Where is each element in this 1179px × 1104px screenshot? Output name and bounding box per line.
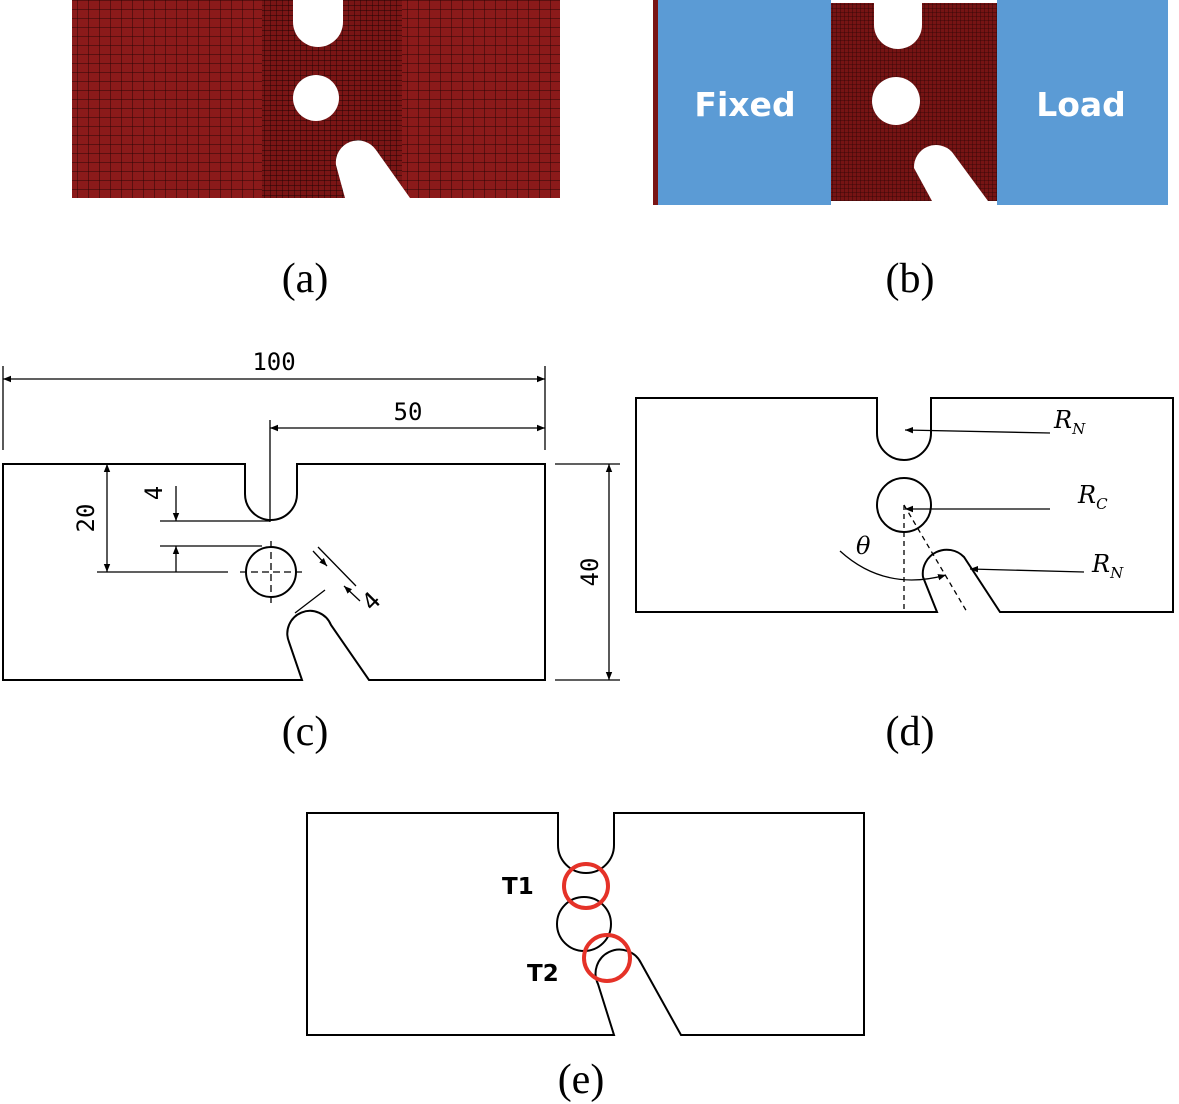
panel-b-model [653,0,1168,205]
load-boundary-block [997,0,1168,205]
extension-lines-slot [294,546,357,614]
hole-centerlines [240,541,302,603]
dim-line-4-slot-b [343,585,361,602]
caption-d: (d) [886,709,935,755]
label-t2: T2 [527,961,559,987]
angle-arc [839,550,947,581]
caption-c: (c) [282,709,329,755]
dim-100: 100 [252,348,295,376]
leader-rn-bottom [969,566,1085,573]
inclined-slot-cutout [913,145,988,201]
inclined-slot-cutout [335,140,410,198]
caption-e: (e) [558,1057,605,1103]
center-hole [556,896,612,952]
highlight-t1 [562,862,610,910]
top-notch-cutout [874,0,922,49]
label-rn-bottom: RN [1091,550,1124,582]
center-hole-cutout [293,75,339,121]
caption-b: (b) [886,256,935,302]
panel-c-drawing [2,366,620,681]
extension-lines-vertical [97,463,620,681]
label-rn-top: RN [1053,406,1086,438]
label-rc: RC [1077,481,1108,513]
highlight-t2 [582,933,632,983]
dim-line-4-slot-a [312,550,328,567]
center-hole-cutout [872,77,920,125]
dim-20: 20 [72,504,100,533]
caption-a: (a) [282,256,329,302]
specimen-outline [2,463,546,681]
dim-4-gap: 4 [140,486,168,500]
specimen-outline [635,397,1174,613]
inclined-reference-line [903,504,968,613]
label-theta: θ [856,532,871,560]
dim-4-slot: 4 [356,586,386,616]
specimen-outline [306,812,865,1036]
mesh-left-strip [653,0,661,205]
load-label: Load [1036,85,1126,124]
fixed-label: Fixed [694,85,795,124]
panel-d-drawing [635,397,1174,613]
dim-40: 40 [576,558,604,587]
label-t1: T1 [502,874,534,900]
dim-50: 50 [394,398,423,426]
panel-a-mesh [72,0,560,198]
extension-lines-horizontal [2,366,546,522]
top-notch-cutout [293,0,343,47]
leader-rn-top [904,426,1051,434]
fixed-boundary-block [658,0,831,205]
panel-e-drawing [306,812,865,1036]
